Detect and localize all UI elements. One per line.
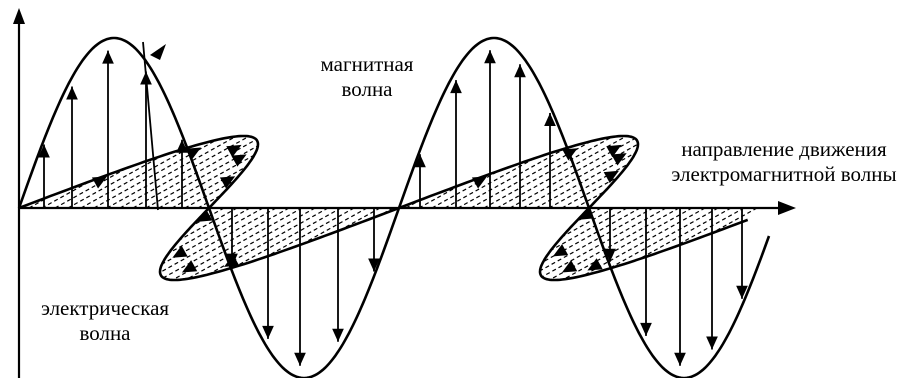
electric-hatch-line [418,184,462,209]
magnetic-vector-arrowhead-10 [414,154,426,168]
electric-hatch-line [54,167,128,209]
electric-hatch-line [301,207,368,245]
magnetic-vector-arrowhead-5 [226,253,238,267]
electric-vector-arrowhead-1 [185,147,202,160]
electric-hatch-line [132,138,257,209]
electric-hatch-line [638,207,732,260]
electric-hatch-line [41,180,91,209]
electric-hatch-line [550,207,628,251]
electric-field-arrows [91,144,627,273]
magnetic-vector-arrowhead-18 [706,336,718,350]
electric-vector-arrowhead-12 [611,153,627,166]
magnetic-vector-arrowhead-12 [484,50,496,64]
magnetic-wave-label: магнитная волна [294,52,440,102]
electric-wave-label-line1: электрическая [40,296,170,320]
electric-vector-arrowhead-4 [219,176,236,189]
electric-axis-arrowhead [150,44,166,60]
electric-vector-arrowhead-11 [606,144,622,158]
electric-field-hatching [28,135,758,281]
electric-vector-arrowhead-14 [578,207,595,220]
magnetic-vector-arrowhead-0 [38,144,50,158]
magnetic-vector-arrowhead-2 [102,50,114,64]
electric-hatch-line [161,207,264,265]
electric-hatch-line [187,207,316,280]
electric-hatch-line [496,135,627,209]
propagation-direction-label-line1: направление движения [681,137,887,161]
electric-wave-curve [18,134,749,282]
electric-hatch-line [548,163,629,209]
electric-wave-label: электрическая волна [20,296,190,346]
electric-hatch-line [265,207,355,258]
magnetic-vector-arrowhead-14 [544,112,556,126]
electric-hatch-line [197,194,222,209]
electric-vector-arrowhead-2 [226,144,242,158]
electric-hatch-line [541,207,667,278]
electric-vector-arrowhead-7 [181,260,198,273]
electric-hatch-line [234,207,342,268]
electric-hatch-line [563,207,693,280]
magnetic-vector-arrowhead-11 [450,80,462,94]
propagation-direction-label-line2: электромагнитной волны [671,162,897,186]
magnetic-vector-arrowhead-7 [294,352,306,366]
propagation-arrowhead [778,201,796,215]
electric-vector-arrowhead-3 [231,154,247,167]
propagation-direction-label: направление движения электромагнитной во… [646,137,922,187]
magnetic-field-vectors [38,50,748,366]
magnetic-vector-arrowhead-16 [640,322,652,336]
electric-hatch-line [672,207,745,248]
electric-vector-arrowhead-16 [561,260,578,273]
magnetic-vector-arrowhead-13 [514,64,526,78]
electric-vector-arrowhead-13 [603,170,619,184]
magnetic-vector-arrowhead-8 [332,328,344,342]
vertical-axis-arrowhead [13,8,25,24]
electric-hatch-line [171,166,247,209]
electric-hatch-line [168,207,251,254]
electric-hatch-line [574,190,606,209]
electric-vector-arrowhead-5 [197,209,213,222]
electric-hatch-line [159,207,277,273]
electric-hatch-line [582,207,706,277]
electric-hatch-line [561,176,619,209]
magnetic-vector-arrowhead-19 [736,285,748,299]
magnetic-vector-arrowhead-6 [262,325,274,339]
electric-hatch-line [184,179,236,209]
electric-hatch-line [191,207,225,227]
electric-wave-label-line2: волна [79,321,131,345]
magnetic-vector-arrowhead-17 [674,352,686,366]
electric-hatch-line [539,207,654,272]
magnetic-wave-label-line1: магнитная [320,52,414,76]
electric-vector-arrowhead-15 [552,244,569,257]
magnetic-vector-arrowhead-9 [368,258,380,272]
electric-hatch-line [549,207,680,281]
electric-hatch-line [106,135,237,209]
electric-hatch-line [561,207,615,238]
electric-hatch-line [710,207,758,235]
electric-hatch-line [172,207,303,281]
electric-axis-line [142,41,159,211]
magnetic-wave-label-line2: волна [341,77,393,101]
electric-hatch-line [67,155,163,209]
electric-hatch-line [163,207,290,279]
electric-vector-arrowhead-17 [587,258,603,271]
electric-hatch-line [483,136,613,209]
electric-vector-arrowhead-6 [172,245,188,258]
magnetic-vector-arrowhead-15 [604,248,616,262]
electric-hatch-line [431,170,500,209]
electric-hatch-line [608,207,719,270]
electric-hatch-line [522,143,639,209]
electric-hatch-line [80,145,193,209]
magnetic-vector-arrowhead-1 [66,86,78,100]
